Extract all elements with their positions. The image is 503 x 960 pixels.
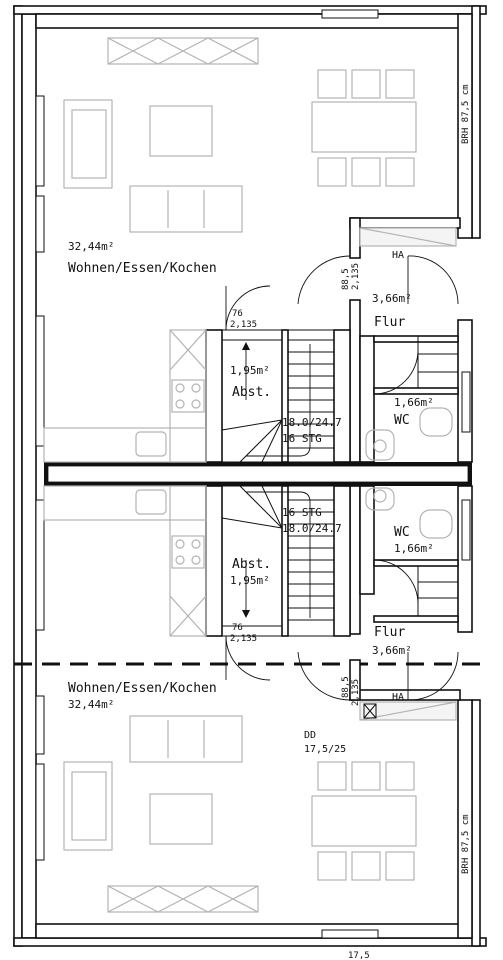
lower-unit: [43, 485, 461, 913]
bottom-window: [321, 929, 379, 939]
lower-stairs-ratio: 18.0/24.7: [282, 522, 342, 535]
upper-storage-door-height: 2,135: [230, 320, 257, 330]
lower-hall-name: Flur: [374, 625, 405, 640]
upper-entry-door-width: 88,5: [341, 268, 351, 290]
lower-stairs-steps: 16 STG: [282, 506, 322, 519]
roof-window-code: DD: [304, 730, 316, 741]
lower-ha-label: HA: [392, 692, 404, 703]
upper-storage-door-width: 76: [232, 309, 243, 319]
lower-storage-door-width: 76: [232, 623, 243, 633]
upper-brh: BRH 87,5 cm: [461, 84, 471, 144]
wc-window-lower: [461, 499, 471, 561]
upper-unit: [43, 37, 461, 463]
lower-brh: BRH 87,5 cm: [461, 814, 471, 874]
lower-storage-name: Abst.: [232, 557, 271, 572]
upper-furniture: [63, 37, 417, 233]
party-wall: [44, 462, 472, 486]
upper-hall-name: Flur: [374, 315, 405, 330]
bottom-dimension: 17,5: [348, 951, 370, 960]
upper-entry-door-height: 2,135: [351, 263, 361, 290]
lower-entry-door-height: 2,135: [351, 679, 361, 706]
left-windows: [35, 95, 45, 861]
upper-hall-area: 3,66m²: [372, 292, 412, 305]
upper-stairs-steps: 16 STG: [282, 432, 322, 445]
top-window: [321, 9, 379, 19]
upper-ha-label: HA: [392, 250, 404, 261]
upper-living-area: 32,44m²: [68, 240, 114, 253]
lower-wc-name: WC: [394, 525, 410, 540]
lower-living-area: 32,44m²: [68, 698, 114, 711]
wc-window-upper: [461, 371, 471, 433]
roof-window-size: 17,5/25: [304, 744, 346, 755]
upper-wc-name: WC: [394, 413, 410, 428]
lower-hall-area: 3,66m²: [372, 644, 412, 657]
lower-storage-door-height: 2,135: [230, 634, 257, 644]
lower-storage-area: 1,95m²: [230, 574, 270, 587]
upper-storage-area: 1,95m²: [230, 364, 270, 377]
lower-entry-door-width: 88,5: [341, 676, 351, 698]
upper-wc-area: 1,66m²: [394, 396, 434, 409]
upper-living-name: Wohnen/Essen/Kochen: [68, 261, 217, 276]
room-labels: 32,44m² Wohnen/Essen/Kochen 3,66m² Flur …: [68, 84, 471, 960]
lower-living-name: Wohnen/Essen/Kochen: [68, 681, 217, 696]
lower-furniture: [63, 715, 417, 913]
lower-wc-area: 1,66m²: [394, 542, 434, 555]
upper-stairs-ratio: 18.0/24.7: [282, 416, 342, 429]
upper-storage-name: Abst.: [232, 385, 271, 400]
